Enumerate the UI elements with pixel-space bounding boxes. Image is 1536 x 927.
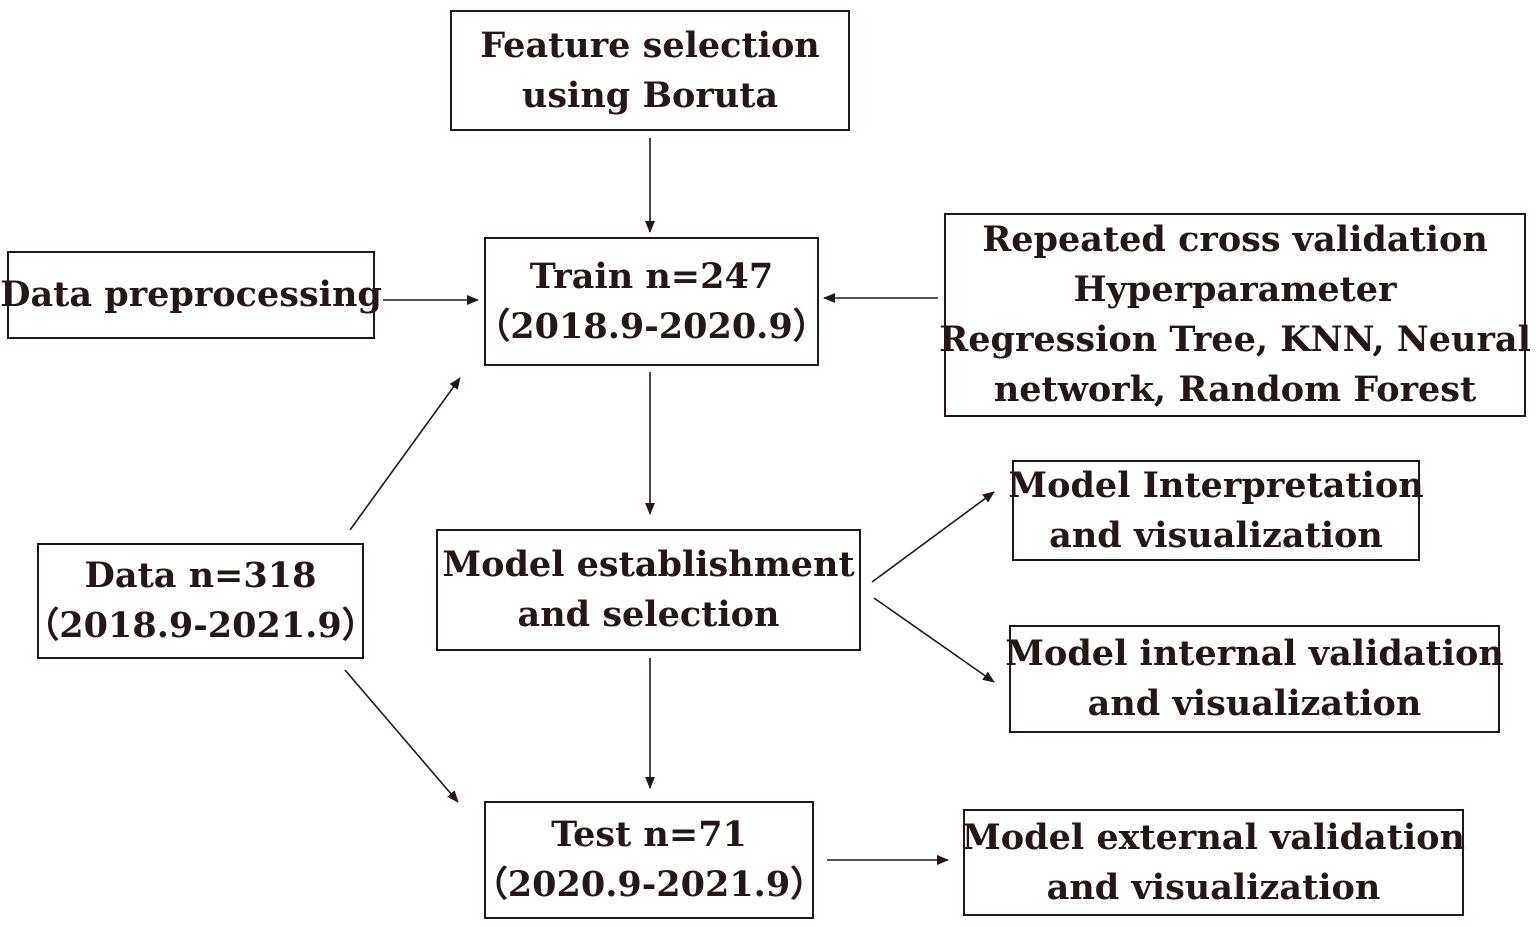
train-line-2: （2018.9-2020.9） [475, 305, 828, 347]
feature-selection-line-1: Feature selection [480, 24, 820, 66]
arrow-model-to-interpretation [871, 491, 995, 583]
feature-selection-line-2: using Boruta [521, 74, 779, 116]
model-internal-validation-box: Model internal validation and visualizat… [1005, 625, 1504, 733]
model-internal-validation-line-1: Model internal validation [1005, 633, 1504, 674]
repeated-cv-line-3: Regression Tree, KNN, Neural [939, 319, 1531, 360]
model-external-validation-line-2: and visualization [1046, 866, 1381, 908]
arrow-model-to-internal-validation [873, 597, 995, 683]
data-box: Data n=318 （2018.9-2021.9） [24, 543, 377, 659]
data-preprocessing-label: Data preprocessing [0, 274, 382, 315]
train-box: Train n=247 （2018.9-2020.9） [475, 237, 828, 366]
model-interpretation-line-1: Model Interpretation [1008, 464, 1424, 506]
model-establishment-line-1: Model establishment [442, 544, 855, 585]
model-establishment-line-2: and selection [517, 594, 780, 635]
model-interpretation-line-2: and visualization [1049, 514, 1383, 556]
model-internal-validation-line-2: and visualization [1087, 683, 1422, 724]
repeated-cv-line-1: Repeated cross validation [982, 219, 1488, 260]
model-external-validation-box: Model external validation and visualizat… [962, 809, 1465, 916]
repeated-cross-validation-box: Repeated cross validation Hyperparameter… [939, 213, 1531, 417]
feature-selection-box: Feature selection using Boruta [450, 10, 850, 131]
arrow-data-to-train [349, 377, 461, 531]
test-line-2: （2020.9-2021.9） [472, 864, 826, 905]
model-external-validation-line-1: Model external validation [962, 816, 1465, 858]
model-interpretation-box: Model Interpretation and visualization [1008, 460, 1424, 561]
data-line-2: （2018.9-2021.9） [24, 605, 377, 646]
test-line-1: Test n=71 [551, 814, 747, 855]
test-box: Test n=71 （2020.9-2021.9） [473, 801, 825, 919]
train-line-1: Train n=247 [529, 255, 774, 297]
repeated-cv-line-2: Hyperparameter [1073, 269, 1397, 310]
data-line-1: Data n=318 [84, 555, 317, 596]
model-establishment-box: Model establishment and selection [436, 529, 861, 651]
repeated-cv-line-4: network, Random Forest [993, 369, 1477, 410]
data-preprocessing-box: Data preprocessing [0, 251, 382, 339]
arrow-data-to-test [344, 669, 459, 803]
